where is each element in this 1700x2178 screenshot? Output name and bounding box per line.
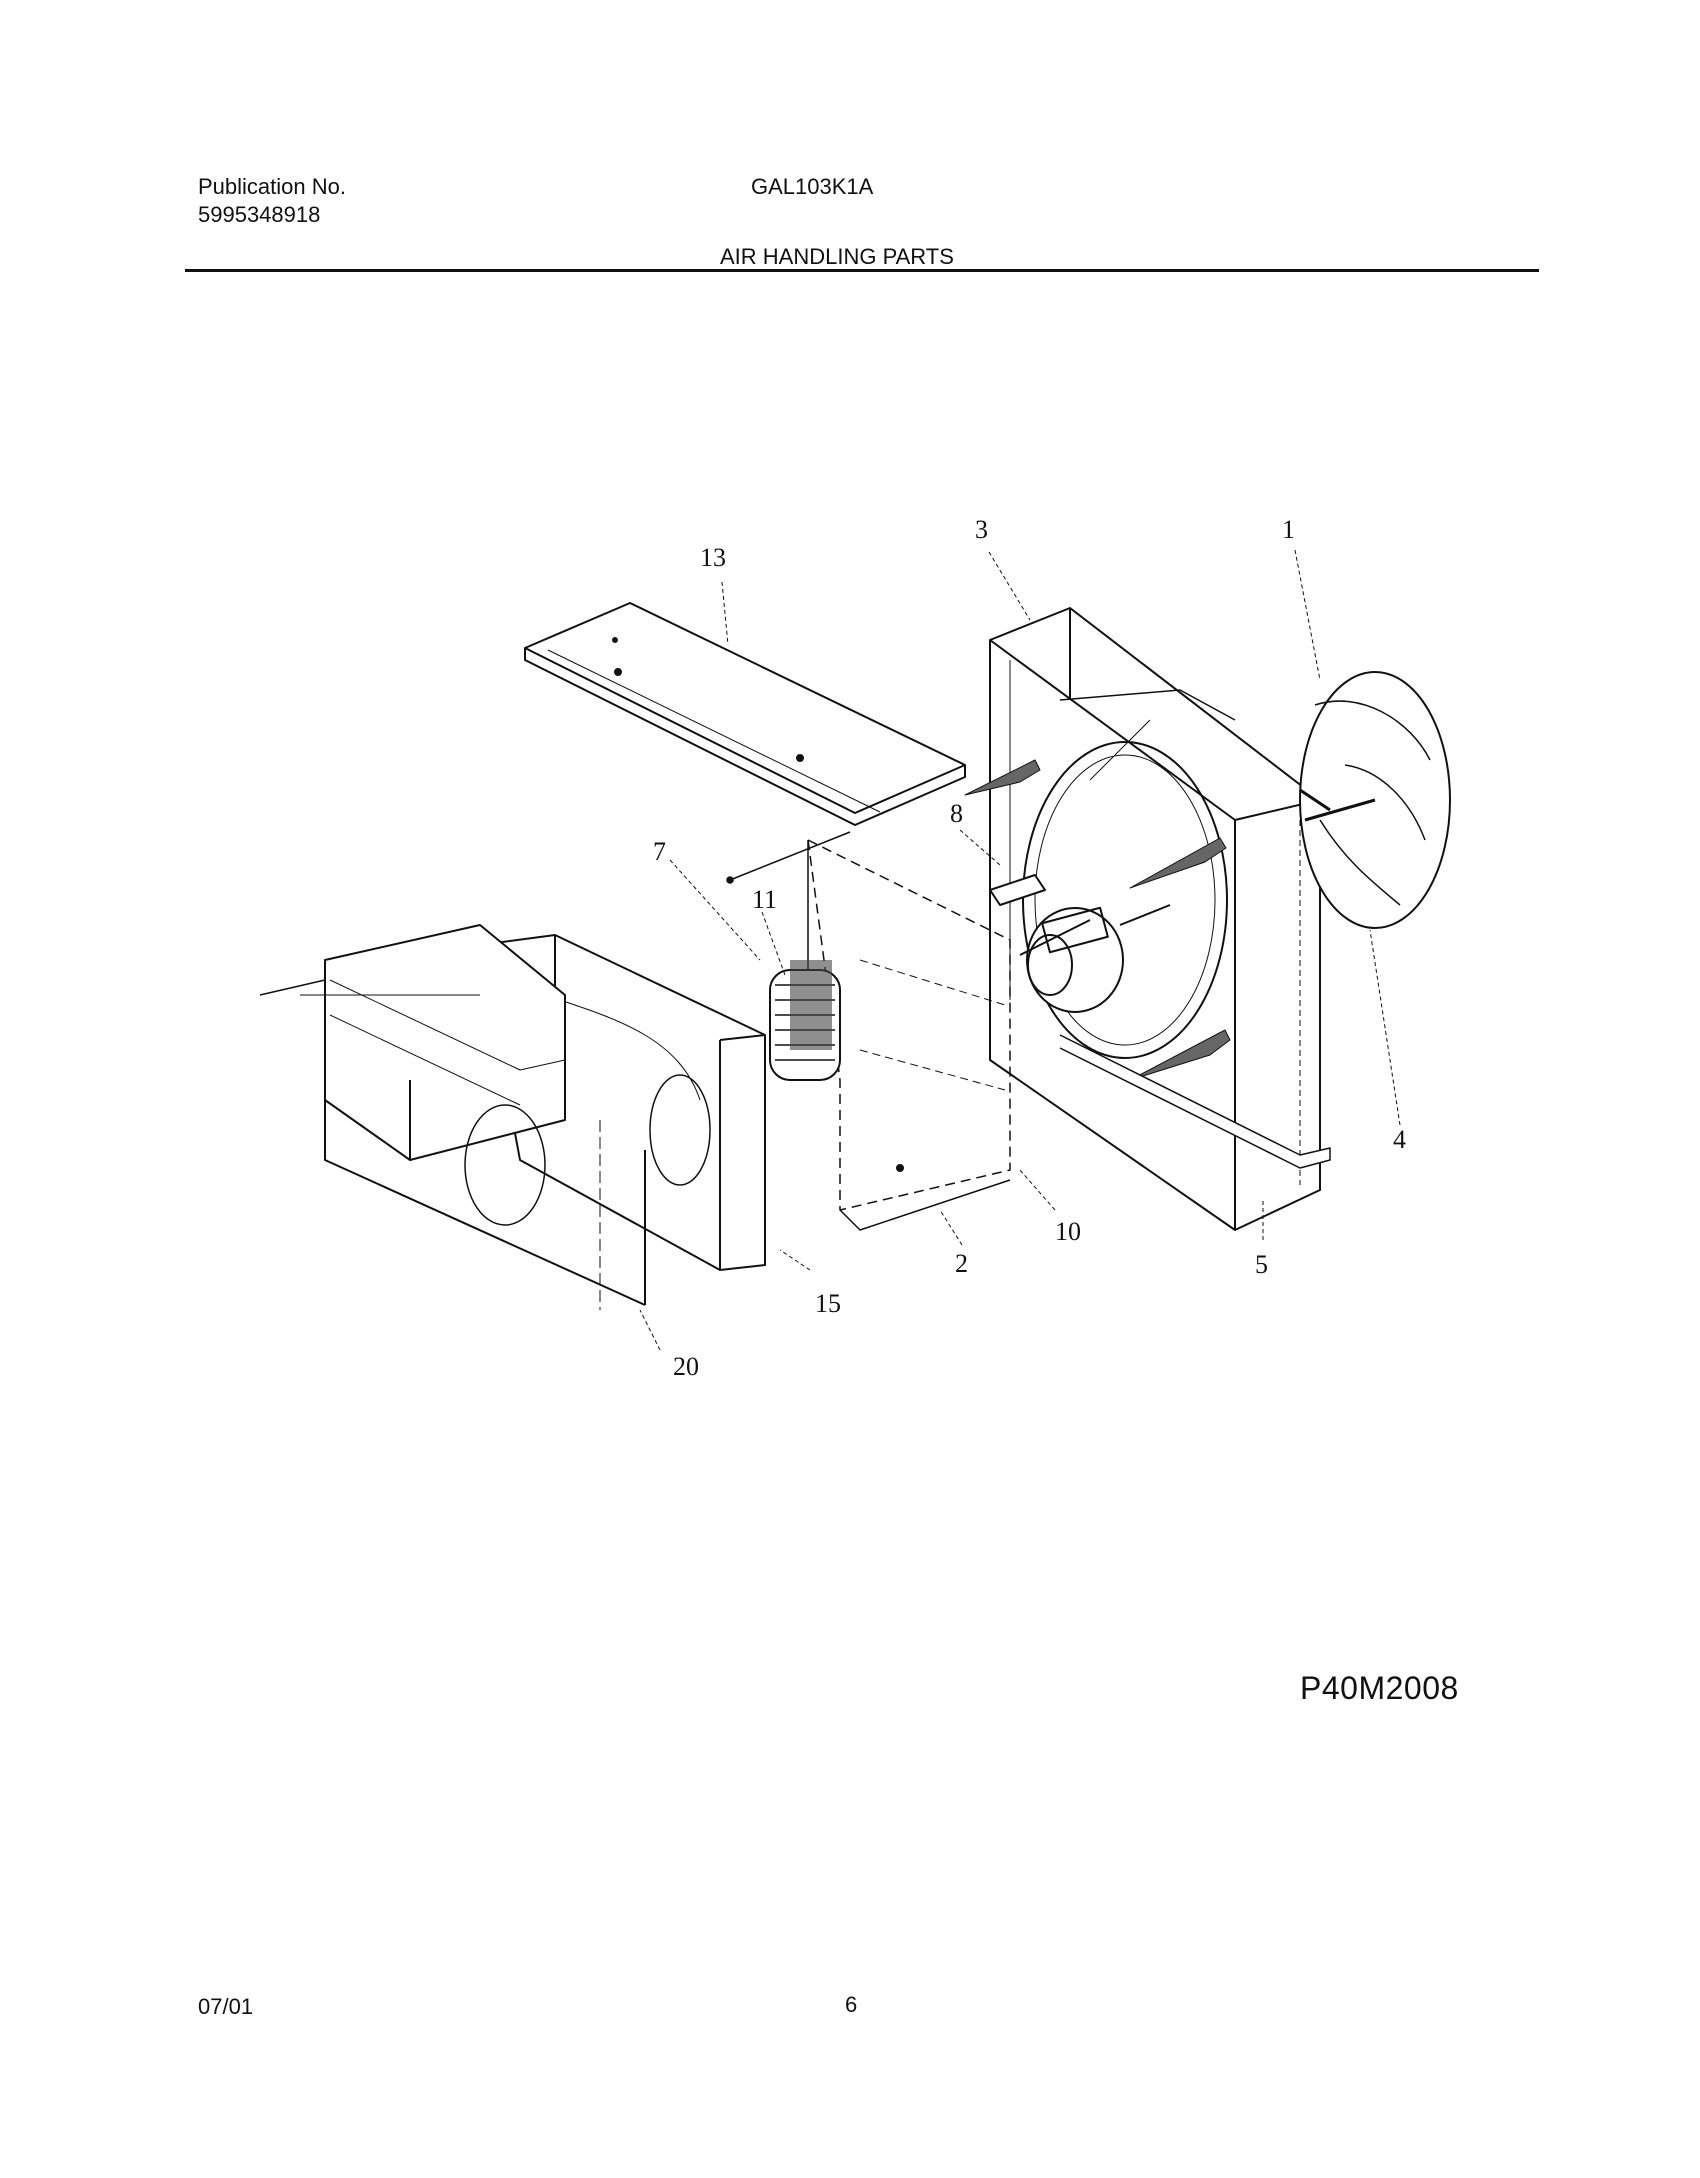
callout-5: 5 <box>1255 1250 1268 1279</box>
callout-4: 4 <box>1393 1125 1406 1154</box>
mounting-brackets <box>964 759 1231 1081</box>
part-orifice-shroud <box>989 607 1321 1231</box>
callout-11: 11 <box>752 885 777 914</box>
callout-8: 8 <box>950 799 963 828</box>
callout-3: 3 <box>975 515 988 544</box>
callout-2: 2 <box>955 1249 968 1278</box>
callout-7: 7 <box>653 837 666 866</box>
callout-labels: 13 3 1 8 7 11 4 10 2 5 15 20 <box>653 515 1406 1381</box>
model-number: GAL103K1A <box>751 174 874 199</box>
part-front-housing <box>259 924 646 1310</box>
publication-label: Publication No. <box>198 174 346 199</box>
part-top-cover <box>524 602 966 826</box>
callout-1: 1 <box>1282 515 1295 544</box>
part-fan-blade <box>1299 671 1451 929</box>
footer-date: 07/01 <box>198 1994 254 2019</box>
part-motor <box>989 874 1171 1013</box>
page-number: 6 <box>845 1992 858 2017</box>
callout-10: 10 <box>1055 1217 1081 1246</box>
drawing-code: P40M2008 <box>1300 1670 1459 1706</box>
section-title: AIR HANDLING PARTS <box>720 244 954 269</box>
callout-20: 20 <box>673 1352 699 1381</box>
leader-lines <box>639 549 1401 1351</box>
part-blower-wheel <box>769 960 841 1081</box>
callout-13: 13 <box>700 543 726 572</box>
callout-15: 15 <box>815 1289 841 1318</box>
header-rule <box>185 269 1539 272</box>
screws <box>726 831 851 884</box>
publication-number: 5995348918 <box>198 202 321 227</box>
part-rod <box>1059 1034 1331 1169</box>
